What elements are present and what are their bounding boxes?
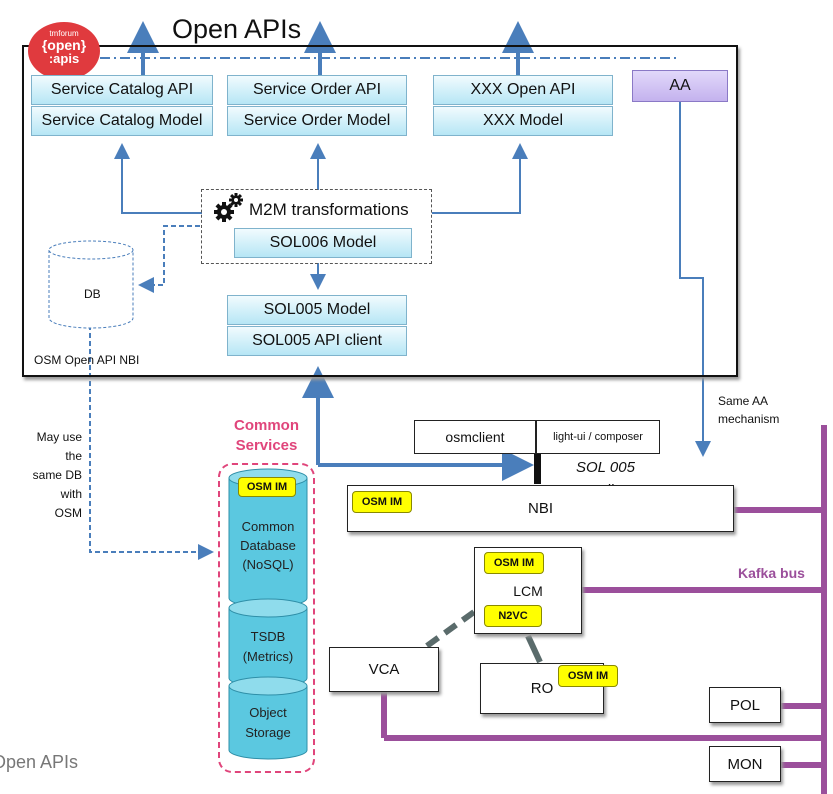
logo-line-2: {open}	[41, 37, 87, 53]
tsdb: TSDB (Metrics)	[228, 627, 308, 667]
object-storage-line: Storage	[245, 725, 291, 740]
may-use-note: May use the same DB with OSM	[10, 428, 82, 523]
gears-icon	[212, 192, 244, 224]
aa-box: AA	[632, 70, 728, 102]
osmclient-box: osmclient	[414, 420, 536, 454]
osm-im-badge: OSM IM	[352, 491, 412, 513]
kafka-bus-label: Kafka bus	[738, 565, 805, 581]
common-database-line: Common	[241, 519, 295, 534]
logo-line-3: :apis	[48, 51, 80, 66]
page-title: Open APIs	[172, 14, 302, 44]
sol005-note-1: SOL 005	[576, 459, 635, 476]
lcm-ro-link	[525, 634, 543, 664]
same-aa-note: Same AA mechanism	[718, 392, 779, 428]
xxx-model: XXX Model	[433, 106, 613, 136]
osm-im-badge: OSM IM	[558, 665, 618, 687]
open-api-arrows	[127, 21, 534, 78]
sol005-model: SOL005 Model	[227, 295, 407, 325]
n2vc-badge: N2VC	[484, 605, 542, 627]
may-use-line: May use	[36, 430, 82, 444]
object-storage-line: Object	[249, 705, 287, 720]
tsdb-line: TSDB	[250, 629, 286, 644]
common-services-container	[218, 463, 315, 773]
osm-im-badge: OSM IM	[484, 552, 544, 574]
sol005-api-client: SOL005 API client	[227, 326, 407, 356]
tmforum-logo: tmforum {open} :apis	[28, 22, 100, 80]
service-order-api: Service Order API	[227, 75, 407, 105]
same-aa-line: mechanism	[718, 412, 780, 426]
tsdb-line: (Metrics)	[242, 649, 294, 664]
may-use-line: same DB	[32, 468, 82, 482]
service-catalog-api: Service Catalog API	[31, 75, 213, 105]
db-cylinder	[48, 240, 134, 330]
m2m-transformations-box	[201, 189, 432, 264]
may-use-line: with	[60, 487, 82, 501]
lcm-vca-link	[422, 609, 476, 651]
logo-line-1: tmforum	[49, 29, 79, 38]
common-database-line: (NoSQL)	[242, 557, 294, 572]
kafka-bus-lines	[381, 425, 827, 794]
common-database: Common Database (NoSQL)	[228, 517, 308, 574]
m2m-arrows	[114, 143, 528, 293]
service-catalog-model: Service Catalog Model	[31, 106, 213, 136]
sol006-model: SOL006 Model	[234, 228, 412, 258]
service-order-model: Service Order Model	[227, 106, 407, 136]
vca-box: VCA	[329, 647, 439, 692]
common-services-title-line: Common	[234, 417, 299, 434]
aa-arrow	[679, 102, 711, 457]
db-share-arrow	[89, 325, 214, 560]
may-use-line: the	[65, 449, 82, 463]
osm-open-api-nbi-container	[22, 45, 738, 377]
common-services-title: Common Services	[218, 416, 315, 456]
common-database-line: Database	[240, 538, 296, 553]
same-aa-line: Same AA	[718, 394, 769, 408]
may-use-line: OSM	[54, 506, 82, 520]
nbi-container-label: OSM Open API NBI	[34, 353, 140, 367]
xxx-open-api: XXX Open API	[433, 75, 613, 105]
osm-im-badge: OSM IM	[238, 477, 296, 497]
object-storage: Object Storage	[228, 703, 308, 743]
footer-label: Open APIs	[0, 752, 79, 772]
db-label: DB	[84, 287, 101, 301]
pol-box: POL	[709, 687, 781, 723]
m2m-label: M2M transformations	[249, 200, 409, 219]
common-services-title-line: Services	[235, 437, 298, 454]
mon-box: MON	[709, 746, 781, 782]
light-ui-box: light-ui / composer	[536, 420, 660, 454]
